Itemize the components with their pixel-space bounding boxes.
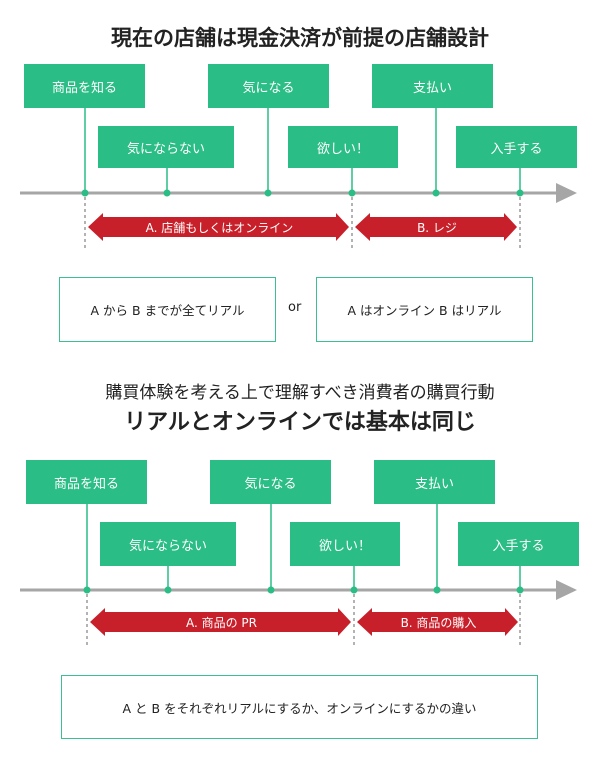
step-pay: 支払い xyxy=(372,64,493,108)
segment-a-arrow xyxy=(88,213,349,241)
step-obtain: 入手する xyxy=(458,522,579,566)
step-obtain: 入手する xyxy=(456,126,577,168)
step-know: 商品を知る xyxy=(26,460,147,504)
section2-subtitle: 購買体験を考える上で理解すべき消費者の購買行動 xyxy=(105,383,495,403)
step-interested: 気になる xyxy=(208,64,329,108)
step-stems xyxy=(86,504,521,590)
or-text: or xyxy=(288,300,302,315)
segment-a-arrow xyxy=(90,608,351,636)
segment-b-arrow xyxy=(357,608,518,636)
step-stems xyxy=(84,108,521,193)
note-all-real: A から B までが全てリアル xyxy=(59,277,276,342)
step-want: 欲しい！ xyxy=(290,522,400,566)
step-not-interested: 気にならない xyxy=(100,522,236,566)
segment-a-label: A. 店舗もしくはオンライン xyxy=(145,221,294,235)
axis-arrowhead xyxy=(556,183,577,203)
section2-title: リアルとオンラインでは基本は同じ xyxy=(124,410,476,435)
timeline-1: 商品を知る 気になる 支払い 気にならない 欲しい！ 入手する A. 店舗もしく… xyxy=(0,0,600,260)
step-dots xyxy=(83,586,524,594)
step-interested: 気になる xyxy=(210,460,331,504)
step-pay: 支払い xyxy=(374,460,495,504)
step-want: 欲しい！ xyxy=(288,126,398,168)
step-know: 商品を知る xyxy=(24,64,145,108)
segment-dividers xyxy=(86,594,521,648)
timeline-1-graphics xyxy=(20,108,577,250)
timeline-2: 商品を知る 気になる 支払い 気にならない 欲しい！ 入手する A. 商品の P… xyxy=(0,456,600,666)
segment-b-label: B. レジ xyxy=(417,221,457,235)
segment-b-label: B. 商品の購入 xyxy=(400,616,477,630)
note-difference: A と B をそれぞれリアルにするか、オンラインにするかの違い xyxy=(61,675,538,739)
segment-a-label: A. 商品の PR xyxy=(185,616,258,630)
step-not-interested: 気にならない xyxy=(98,126,234,168)
segment-b-arrow xyxy=(355,213,517,241)
axis-arrowhead xyxy=(556,580,577,600)
segment-dividers xyxy=(84,197,521,250)
timeline-2-graphics xyxy=(20,504,577,648)
note-online-real: A はオンライン B はリアル xyxy=(316,277,533,342)
section1-title: 現在の店舗は現金決済が前提の店舗設計 xyxy=(111,26,489,50)
step-dots xyxy=(81,189,524,197)
